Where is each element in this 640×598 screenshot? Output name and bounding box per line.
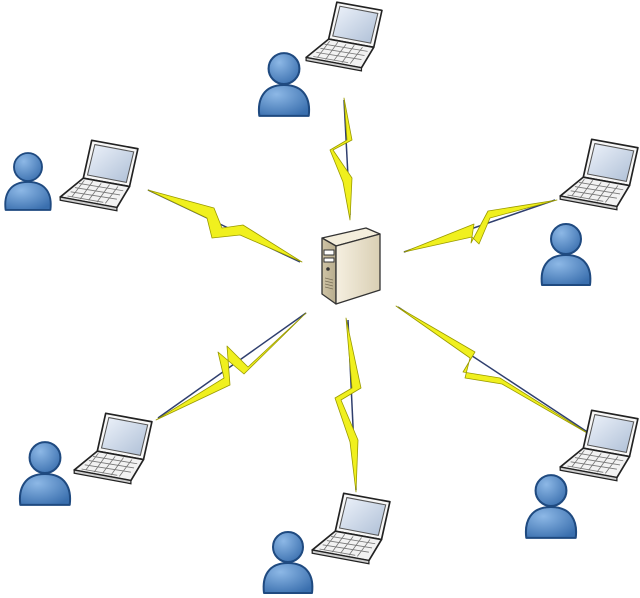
laptop-icon (73, 412, 153, 485)
wireless-link-upper-right (403, 199, 558, 253)
client-lower-left (18, 412, 153, 506)
client-upper-right (540, 138, 639, 287)
user-icon (18, 441, 72, 506)
user-icon (4, 151, 52, 211)
client-bottom (262, 492, 391, 595)
user-icon (524, 474, 578, 539)
wireless-link-bottom (334, 317, 362, 493)
laptop-icon (311, 492, 391, 565)
laptop-icon (559, 138, 639, 211)
laptop-icon (59, 139, 139, 212)
wireless-link-upper-left (147, 189, 303, 263)
server-tower-icon (321, 227, 381, 305)
wireless-link-top (329, 97, 353, 221)
lightning-bolt-icon (334, 317, 362, 493)
client-upper-left (4, 139, 139, 212)
wireless-link-lower-left (155, 312, 307, 421)
lightning-bolt-icon (155, 312, 307, 421)
user-icon (540, 222, 592, 287)
lightning-bolt-icon (403, 199, 558, 253)
user-icon (257, 52, 311, 117)
lightning-bolt-icon (147, 189, 303, 263)
wireless-link-lower-right (395, 305, 595, 438)
laptop-icon (305, 1, 383, 72)
user-icon (262, 530, 314, 595)
lightning-bolt-icon (329, 97, 353, 221)
wireless-links (147, 97, 595, 493)
client-top (257, 1, 383, 117)
